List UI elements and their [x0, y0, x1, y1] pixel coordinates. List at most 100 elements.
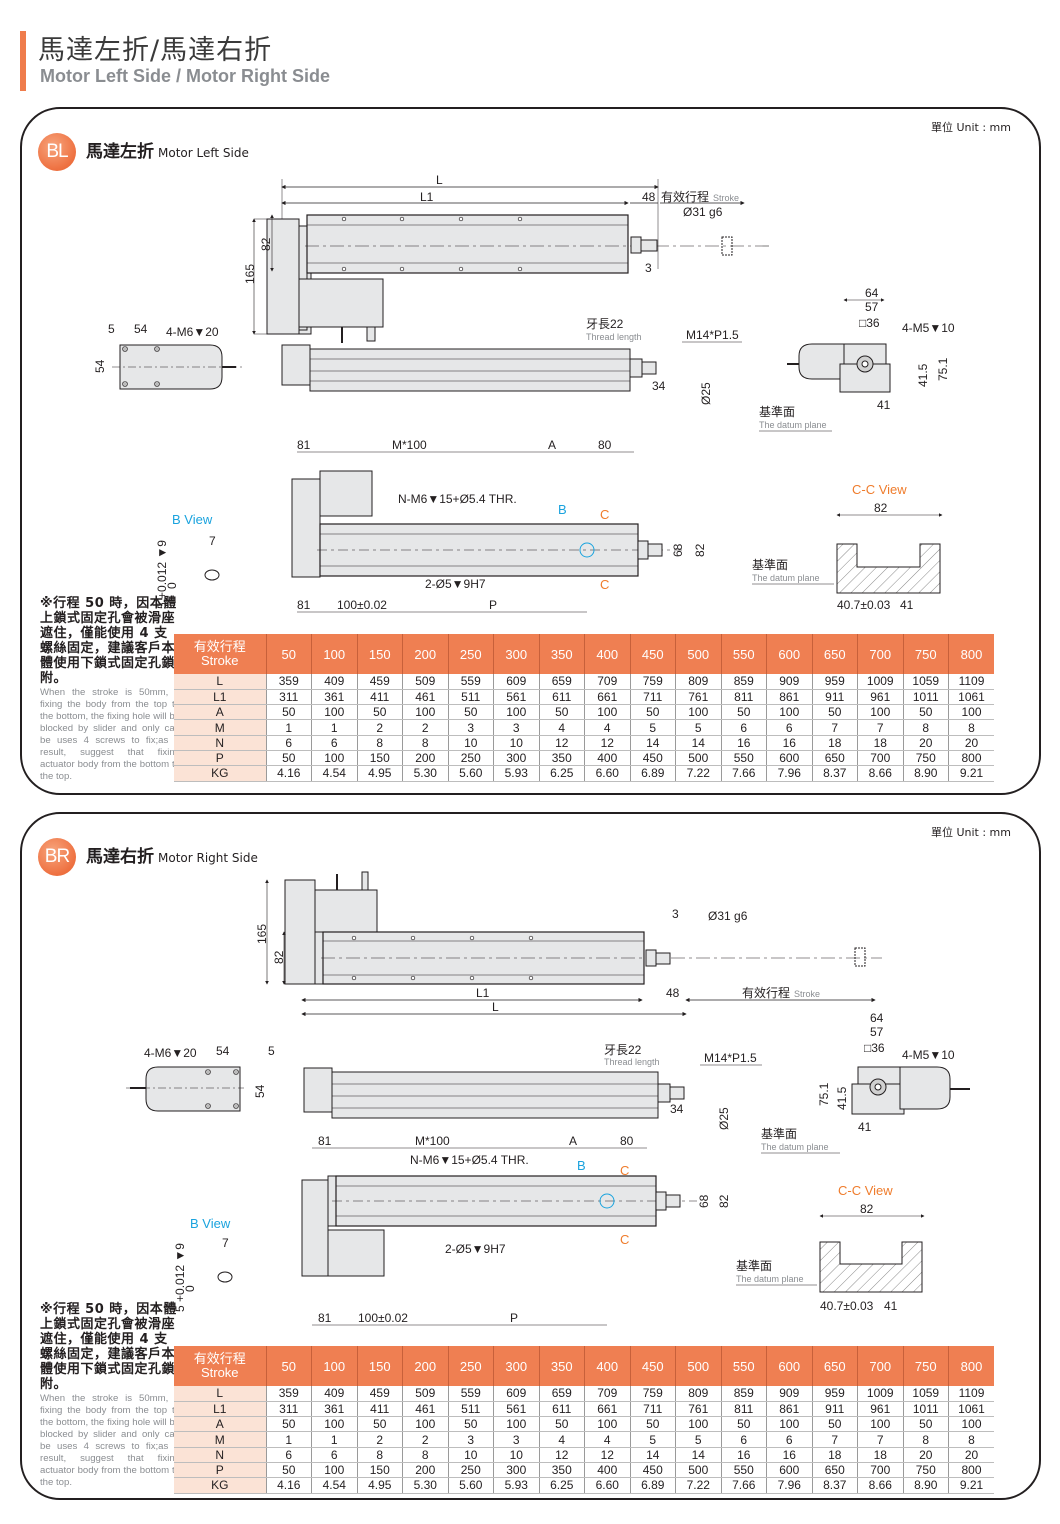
dim-5: 5: [108, 322, 115, 336]
table-cell: 20: [902, 735, 949, 751]
cc-view: C-C View 82 基準面 The datum plane 40.7±0.0…: [752, 482, 943, 612]
dim-L1: L1: [476, 986, 490, 1000]
stroke-header-cell: 400: [584, 634, 630, 674]
stroke-header-cell: 800: [948, 1346, 994, 1386]
table-cell: 961: [857, 1401, 903, 1418]
stroke-header-cell: 500: [675, 1346, 721, 1386]
dim-48: 48: [666, 986, 680, 1000]
section-badge: BL: [38, 133, 76, 171]
table-cell: 300: [493, 1462, 539, 1479]
dim-34: 34: [670, 1102, 684, 1116]
table-cell: 4.54: [311, 1477, 357, 1494]
dim-100: 100±0.02: [337, 598, 387, 612]
table-cell: 100: [402, 1416, 448, 1433]
table-cell: 711: [629, 1401, 676, 1418]
table-cell: 450: [629, 1462, 676, 1479]
table-cell: 8: [402, 735, 448, 751]
table-cell: 550: [720, 750, 767, 767]
table-cell: 5.60: [447, 1477, 494, 1494]
table-cell: 7.66: [720, 765, 767, 782]
header-accent-bar: [20, 31, 26, 91]
cc-datum-zh: 基準面: [752, 557, 788, 572]
stroke-note: ※行程 50 時，因本體上鎖式固定孔會被滑座遮住，僅能使用 4 支螺絲固定，建議…: [40, 596, 180, 783]
table-cell: 50: [629, 704, 676, 721]
table-cell: 761: [675, 1401, 721, 1418]
table-cell: 3: [447, 1431, 494, 1448]
dim-cc-82: 82: [860, 1202, 874, 1216]
table-cell: 661: [584, 689, 630, 706]
dim-thread-zh: 牙長22: [586, 317, 624, 331]
datum-en: The datum plane: [759, 420, 827, 430]
dim-stroke-en: Stroke: [794, 989, 820, 999]
table-cell: 600: [766, 750, 812, 767]
dim-tolerance: 5 +0.012 ▼9: [173, 1243, 187, 1312]
table-cell: 350: [538, 1462, 585, 1479]
dim-81b: 81: [297, 598, 311, 612]
stroke-header-en: Stroke: [200, 1365, 239, 1380]
table-cell: 500: [675, 1462, 721, 1479]
dim-m5-holes: 4-M5▼10: [902, 321, 955, 335]
table-cell: 12: [538, 1447, 585, 1463]
table-cell: 5: [629, 1431, 676, 1448]
table-cell: 16: [766, 735, 812, 751]
dim-80: 80: [598, 438, 612, 452]
label-C-top: C: [600, 507, 609, 522]
stroke-header-cell: 350: [538, 1346, 585, 1386]
table-cell: 609: [493, 1386, 539, 1402]
dim-80: 80: [620, 1134, 634, 1148]
table-cell: 6: [265, 735, 312, 751]
dim-68: 68: [697, 1194, 711, 1208]
cc-datum-en: The datum plane: [752, 573, 820, 583]
table-cell: 1011: [902, 1401, 949, 1418]
dim-7: 7: [209, 534, 216, 548]
table-cell: 461: [402, 689, 448, 706]
table-cell: 1009: [857, 1386, 903, 1402]
table-cell: 1061: [948, 689, 994, 706]
dim-5: 5: [268, 1044, 275, 1058]
table-cell: 50: [902, 704, 949, 721]
table-cell: 359: [265, 674, 312, 690]
top-view: L L1 48 有效行程 Stroke Ø31 g6: [243, 173, 772, 343]
stroke-header-cell: 500: [675, 634, 721, 674]
table-cell: 700: [857, 750, 903, 767]
stroke-header-cell: 600: [766, 634, 812, 674]
table-cell: 859: [720, 1386, 767, 1402]
table-cell: 100: [493, 704, 539, 721]
stroke-header-cell: 750: [902, 634, 949, 674]
dim-n-holes: N-M6▼15+Ø5.4 THR.: [410, 1153, 529, 1167]
table-cell: 50: [811, 704, 858, 721]
table-cell: 100: [311, 1462, 357, 1479]
table-cell: 650: [811, 1462, 858, 1479]
table-cell: 7: [811, 1431, 858, 1448]
table-cell: 7.22: [675, 1477, 721, 1494]
cc-view-label: C-C View: [838, 1183, 893, 1198]
table-cell: 14: [629, 735, 676, 751]
table-cell: 12: [538, 735, 585, 751]
dim-rod: Ø31 g6: [683, 205, 723, 219]
b-view: B View 7 5 +0.012 ▼9 0: [155, 512, 220, 609]
note-zh: ※行程 50 時，因本體上鎖式固定孔會被滑座遮住，僅能使用 4 支螺絲固定，建議…: [40, 596, 177, 686]
table-cell: 559: [447, 674, 494, 690]
table-cell: 3: [493, 719, 539, 736]
table-cell: 250: [447, 1462, 494, 1479]
table-cell: 100: [948, 704, 994, 721]
table-cell: 16: [720, 1447, 767, 1463]
table-cell: 50: [720, 1416, 767, 1433]
table-cell: 400: [584, 1462, 630, 1479]
table-cell: 709: [584, 674, 630, 690]
table-cell: 8: [356, 1447, 403, 1463]
stroke-header-cell: 100: [311, 1346, 357, 1386]
dim-40-7: 40.7±0.03: [837, 598, 891, 612]
table-cell: 18: [857, 735, 903, 751]
table-cell: 1: [265, 1431, 312, 1448]
b-view-label: B View: [190, 1216, 231, 1231]
table-cell: 750: [902, 750, 949, 767]
dim-3: 3: [672, 907, 679, 921]
